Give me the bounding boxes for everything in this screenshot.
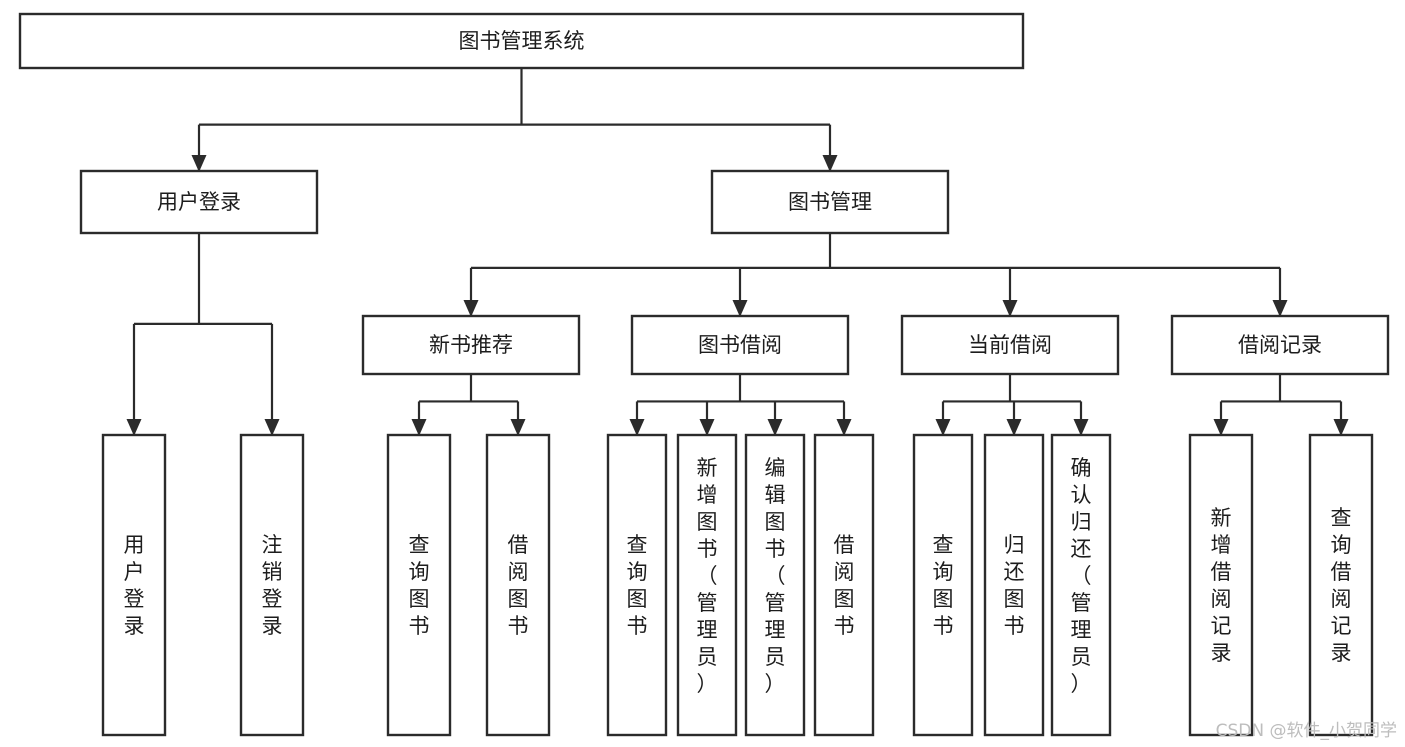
node-box-leaf-return-book	[983, 433, 1045, 737]
node-label-leaf-borrow-book-2: 借阅图书	[834, 533, 855, 638]
node-box-leaf-confirm-return	[1050, 433, 1112, 737]
arrow-head-book-borrow	[732, 300, 748, 317]
node-label-book-borrow: 图书借阅	[698, 333, 782, 357]
node-leaf-confirm-return[interactable]: 确认归还（管理员）	[1050, 433, 1112, 737]
node-borrow-record[interactable]: 借阅记录	[1170, 314, 1390, 376]
arrow-head-leaf-logout	[264, 419, 280, 436]
node-book-borrow[interactable]: 图书借阅	[630, 314, 850, 376]
node-label-new-book-recommend: 新书推荐	[429, 333, 513, 357]
arrow-head-leaf-query-book-3	[935, 419, 951, 436]
node-box-book-management	[710, 169, 950, 235]
node-new-book-recommend[interactable]: 新书推荐	[361, 314, 581, 376]
node-label-leaf-confirm-return: 确认归还（管理员）	[1071, 456, 1092, 696]
arrow-head-leaf-borrow-book-2	[836, 419, 852, 436]
node-label-leaf-borrow-book-1: 借阅图书	[508, 533, 529, 638]
arrow-head-leaf-return-book	[1006, 419, 1022, 436]
node-box-leaf-query-book-1	[386, 433, 452, 737]
node-label-borrow-record: 借阅记录	[1238, 333, 1322, 357]
node-user-login[interactable]: 用户登录	[79, 169, 319, 235]
node-book-management[interactable]: 图书管理	[710, 169, 950, 235]
node-leaf-borrow-book-2[interactable]: 借阅图书	[813, 433, 875, 737]
arrow-head-user-login	[191, 155, 207, 172]
edge-group-root	[191, 68, 838, 172]
node-label-user-login: 用户登录	[157, 190, 241, 214]
node-label-leaf-add-book: 新增图书（管理员）	[697, 456, 718, 696]
arrow-head-book-management	[822, 155, 838, 172]
node-box-leaf-query-book-2	[606, 433, 668, 737]
node-label-current-borrow: 当前借阅	[968, 333, 1052, 357]
node-box-current-borrow	[900, 314, 1120, 376]
edge-group-book-borrow	[629, 374, 852, 436]
arrow-head-leaf-add-record	[1213, 419, 1229, 436]
arrow-head-leaf-query-book-1	[411, 419, 427, 436]
node-box-root	[18, 12, 1025, 70]
node-box-borrow-record	[1170, 314, 1390, 376]
arrow-head-leaf-query-record	[1333, 419, 1349, 436]
node-leaf-query-record[interactable]: 查询借阅记录	[1308, 433, 1374, 737]
node-box-leaf-edit-book	[744, 433, 806, 737]
arrow-head-new-book-recommend	[463, 300, 479, 317]
node-label-root: 图书管理系统	[459, 29, 585, 53]
node-box-book-borrow	[630, 314, 850, 376]
arrow-head-leaf-add-book	[699, 419, 715, 436]
node-box-leaf-add-record	[1188, 433, 1254, 737]
edge-group-borrow-record	[1213, 374, 1349, 436]
edge-group-book-management	[463, 233, 1288, 317]
node-label-leaf-edit-book: 编辑图书（管理员）	[765, 456, 786, 696]
arrow-head-leaf-user-login	[126, 419, 142, 436]
node-label-book-management: 图书管理	[788, 190, 872, 214]
node-label-leaf-user-login: 用户登录	[124, 533, 145, 638]
node-leaf-add-record[interactable]: 新增借阅记录	[1188, 433, 1254, 737]
node-box-leaf-user-login	[101, 433, 167, 737]
connector-edges	[126, 68, 1349, 436]
node-leaf-return-book[interactable]: 归还图书	[983, 433, 1045, 737]
node-box-leaf-logout	[239, 433, 305, 737]
node-label-leaf-query-book-3: 查询图书	[933, 533, 954, 638]
node-label-leaf-return-book: 归还图书	[1004, 533, 1025, 638]
node-leaf-query-book-2[interactable]: 查询图书	[606, 433, 668, 737]
edge-group-new-book-recommend	[411, 374, 526, 436]
node-leaf-logout[interactable]: 注销登录	[239, 433, 305, 737]
node-box-leaf-add-book	[676, 433, 738, 737]
node-box-leaf-query-book-3	[912, 433, 974, 737]
node-leaf-borrow-book-1[interactable]: 借阅图书	[485, 433, 551, 737]
node-box-leaf-borrow-book-1	[485, 433, 551, 737]
node-leaf-user-login[interactable]: 用户登录	[101, 433, 167, 737]
arrow-head-leaf-borrow-book-1	[510, 419, 526, 436]
node-label-leaf-query-book-2: 查询图书	[627, 533, 648, 638]
node-label-leaf-add-record: 新增借阅记录	[1211, 506, 1232, 665]
node-leaf-edit-book[interactable]: 编辑图书（管理员）	[744, 433, 806, 737]
node-leaf-query-book-3[interactable]: 查询图书	[912, 433, 974, 737]
arrow-head-leaf-query-book-2	[629, 419, 645, 436]
arrow-head-leaf-confirm-return	[1073, 419, 1089, 436]
arrow-head-leaf-edit-book	[767, 419, 783, 436]
arrow-head-borrow-record	[1272, 300, 1288, 317]
node-leaf-add-book[interactable]: 新增图书（管理员）	[676, 433, 738, 737]
node-box-leaf-query-record	[1308, 433, 1374, 737]
node-label-leaf-query-book-1: 查询图书	[409, 533, 430, 638]
node-root[interactable]: 图书管理系统	[18, 12, 1025, 70]
node-boxes: 图书管理系统用户登录图书管理新书推荐图书借阅当前借阅借阅记录用户登录注销登录查询…	[18, 12, 1390, 737]
node-box-leaf-borrow-book-2	[813, 433, 875, 737]
node-box-user-login	[79, 169, 319, 235]
edge-group-user-login	[126, 233, 280, 436]
node-leaf-query-book-1[interactable]: 查询图书	[386, 433, 452, 737]
arrow-head-current-borrow	[1002, 300, 1018, 317]
node-label-leaf-query-record: 查询借阅记录	[1331, 506, 1352, 665]
node-box-new-book-recommend	[361, 314, 581, 376]
edge-group-current-borrow	[935, 374, 1089, 436]
node-label-leaf-logout: 注销登录	[262, 533, 283, 638]
node-current-borrow[interactable]: 当前借阅	[900, 314, 1120, 376]
